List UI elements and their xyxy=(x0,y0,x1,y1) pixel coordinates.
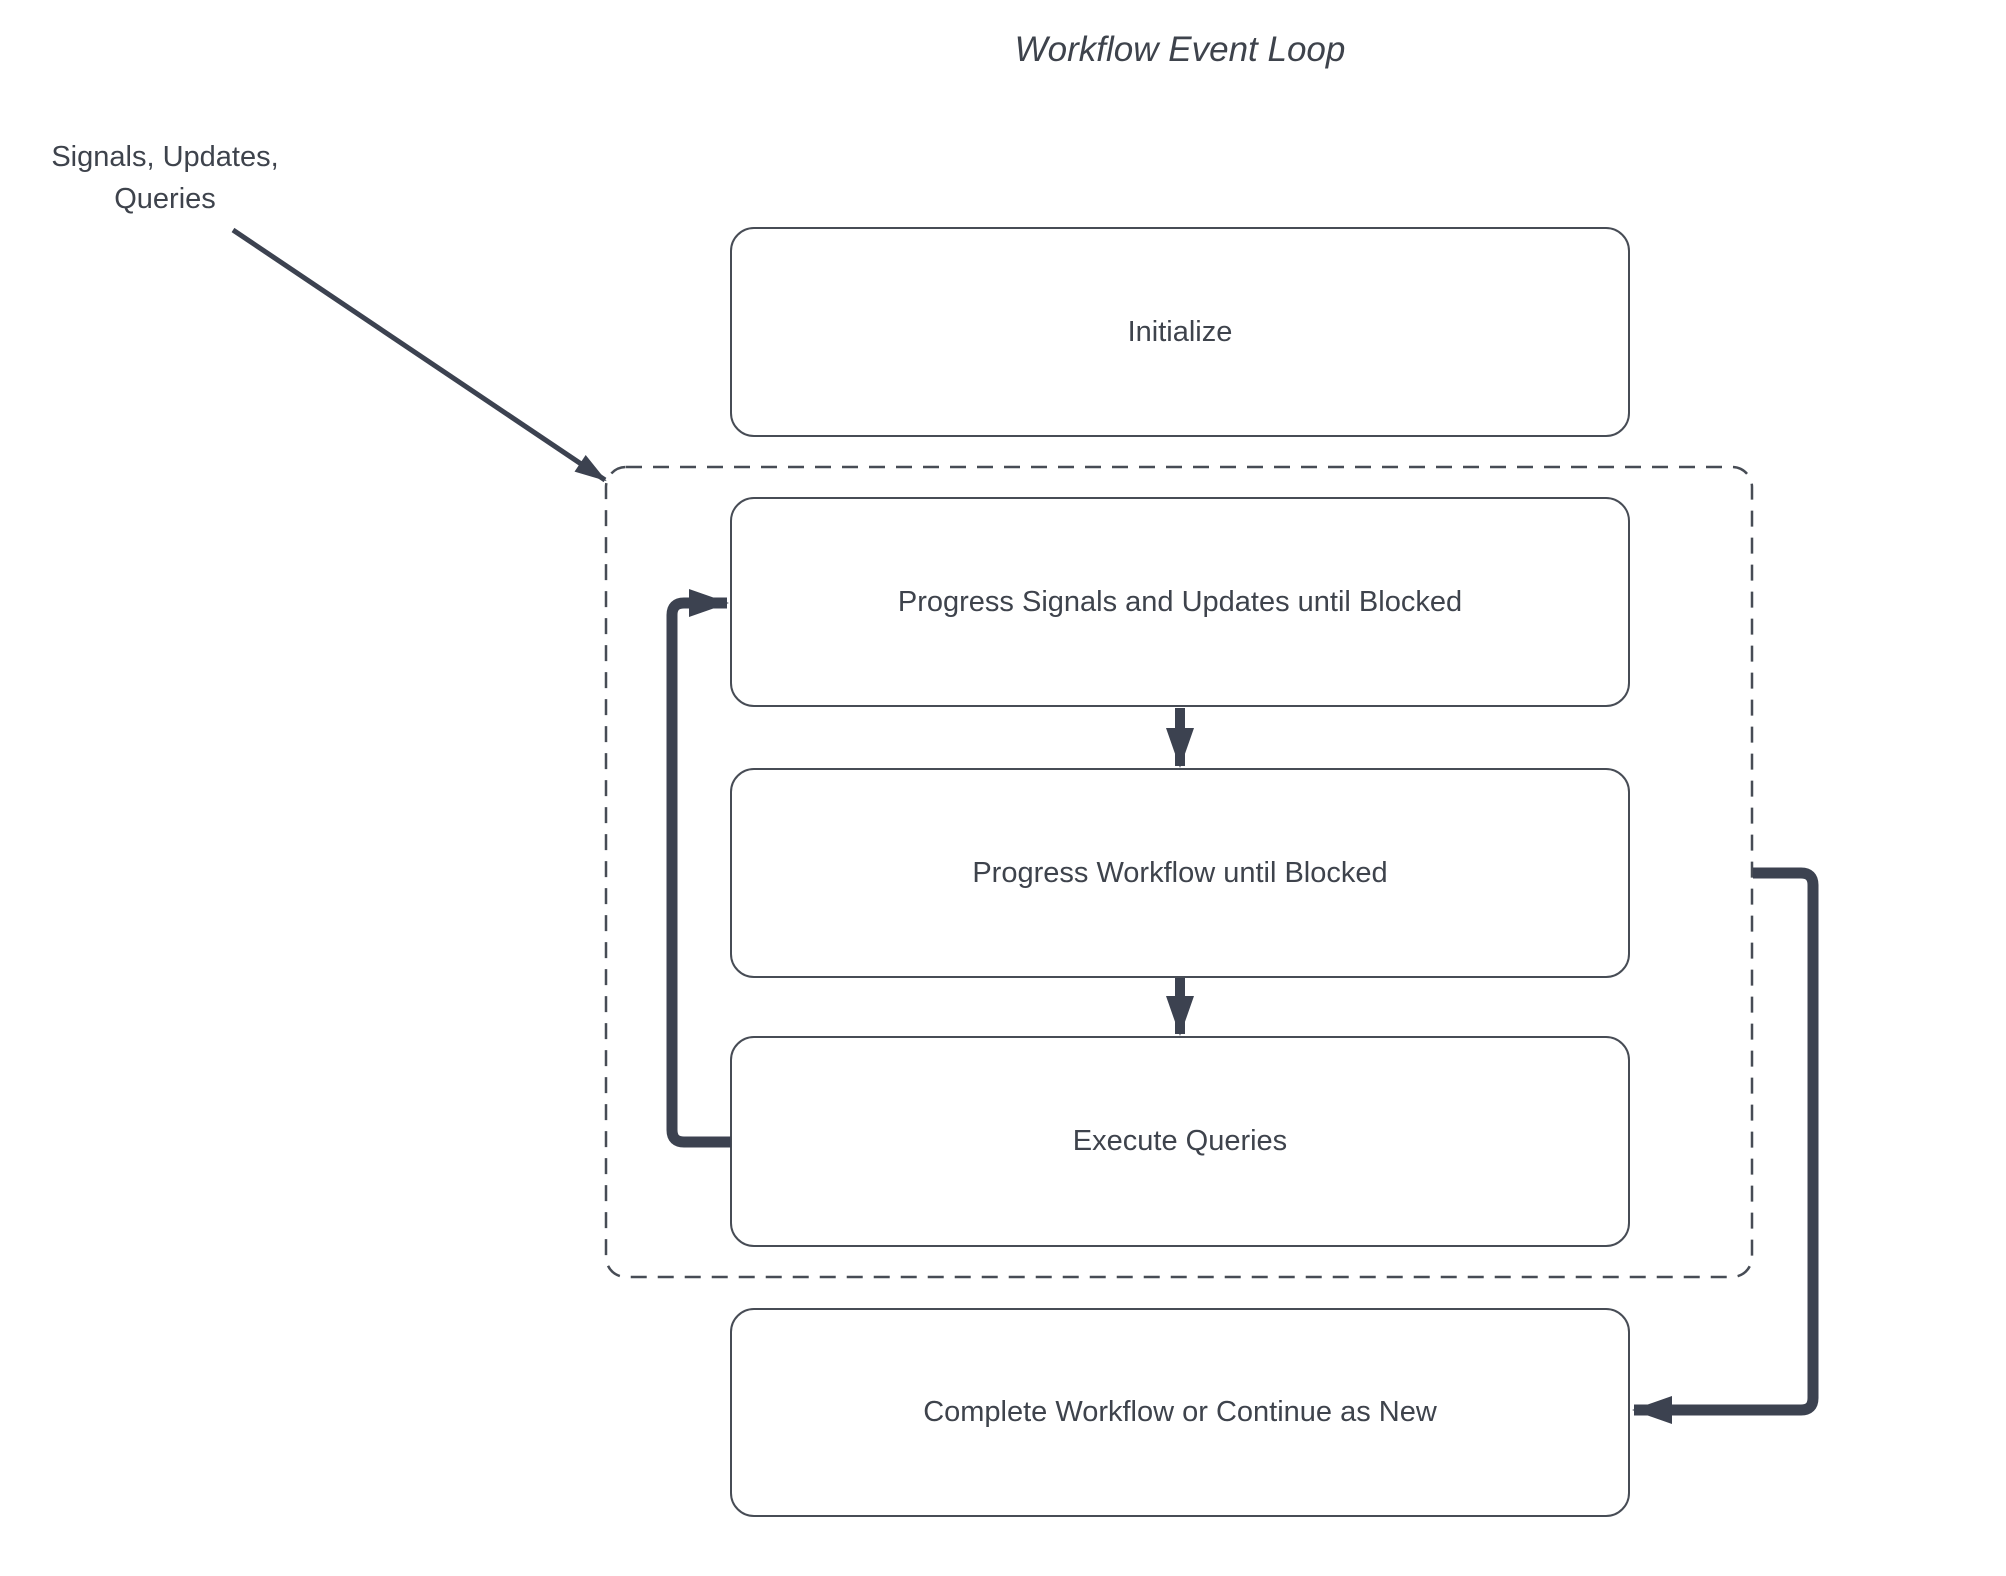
node-progress-workflow-label: Progress Workflow until Blocked xyxy=(972,856,1388,889)
node-initialize: Initialize xyxy=(730,227,1630,437)
diagram-title: Workflow Event Loop xyxy=(1014,30,1346,69)
signals-updates-queries-label: Signals, Updates, Queries xyxy=(51,141,279,216)
node-progress-signals: Progress Signals and Updates until Block… xyxy=(730,497,1630,707)
node-complete-workflow: Complete Workflow or Continue as New xyxy=(730,1308,1630,1517)
connector-event-loop-to-complete-workflow-arrow xyxy=(1632,867,1819,1424)
connector-annotation-to-event-loop-arrow xyxy=(231,227,607,483)
connector-execute-queries-to-progress-signals-loop-arrow xyxy=(666,589,731,1148)
node-execute-queries: Execute Queries xyxy=(730,1036,1630,1247)
node-execute-queries-label: Execute Queries xyxy=(1072,1125,1288,1157)
node-progress-workflow: Progress Workflow until Blocked xyxy=(730,768,1630,978)
node-initialize-label: Initialize xyxy=(1127,315,1233,348)
node-complete-workflow-label: Complete Workflow or Continue as New xyxy=(923,1396,1437,1428)
node-progress-signals-label: Progress Signals and Updates until Block… xyxy=(897,585,1463,618)
